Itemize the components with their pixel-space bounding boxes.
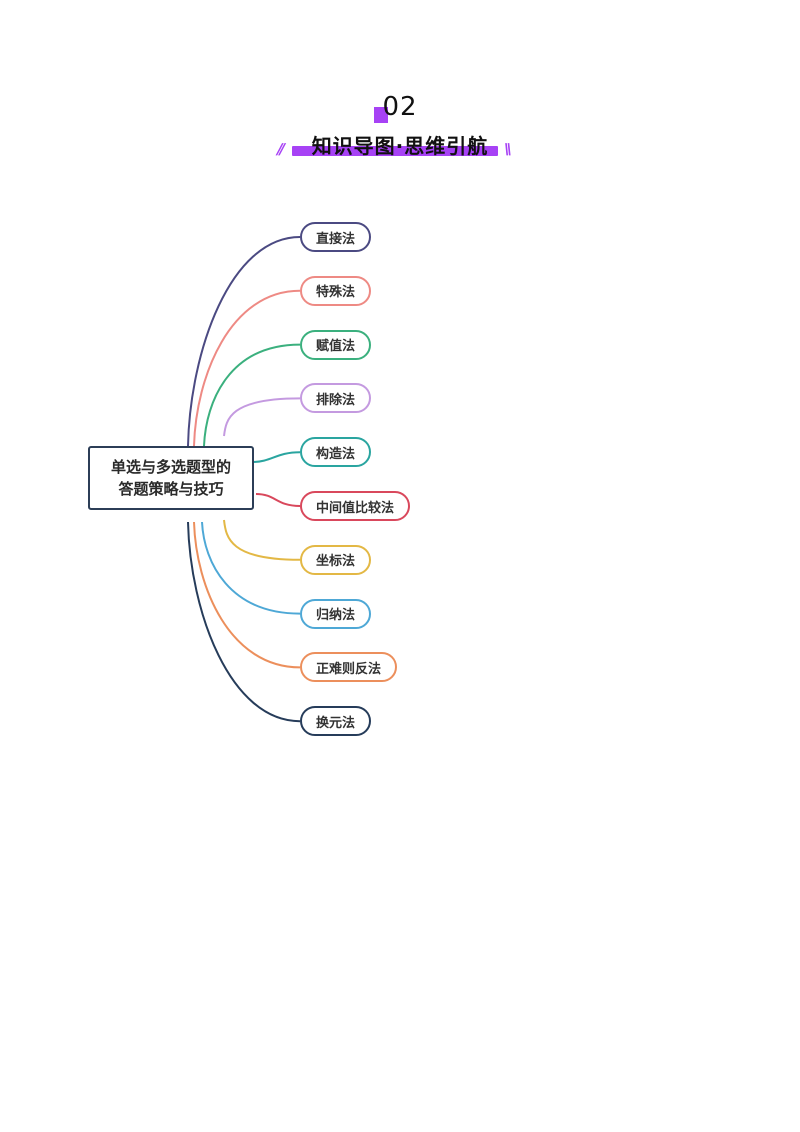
branch-node: 直接法: [300, 222, 372, 252]
branch-connector: [187, 236, 301, 447]
branch-connector: [187, 521, 301, 723]
branch-connector: [203, 343, 301, 447]
branch-connector: [193, 289, 301, 447]
branch-connector: [223, 397, 301, 437]
branch-connector: [201, 521, 301, 615]
branch-connector: [255, 493, 301, 507]
branch-node: 排除法: [300, 383, 372, 414]
branch-connector: [223, 519, 301, 561]
branch-connector: [251, 451, 301, 463]
branch-node: 特殊法: [300, 275, 372, 306]
branch-connector: [193, 521, 301, 669]
section-number: 02: [382, 92, 418, 122]
branch-node: 归纳法: [300, 598, 372, 629]
branch-node: 中间值比较法: [300, 491, 411, 521]
branch-node: 换元法: [300, 706, 372, 737]
number-highlight-block: [374, 107, 388, 123]
section-header: 02 知识导图·思维引航 // \\: [0, 0, 800, 170]
branch-node: 坐标法: [300, 544, 372, 575]
section-title: 知识导图·思维引航: [311, 134, 489, 158]
branch-node: 构造法: [300, 437, 372, 468]
root-label-line1: 单选与多选题型的: [110, 458, 231, 476]
branch-node: 正难则反法: [300, 652, 398, 683]
root-label-line2: 答题策略与技巧: [118, 480, 224, 498]
title-highlight-bar: [292, 146, 498, 156]
branch-node: 赋值法: [300, 329, 372, 360]
mindmap-root-node: 单选与多选题型的 答题策略与技巧: [88, 446, 254, 510]
